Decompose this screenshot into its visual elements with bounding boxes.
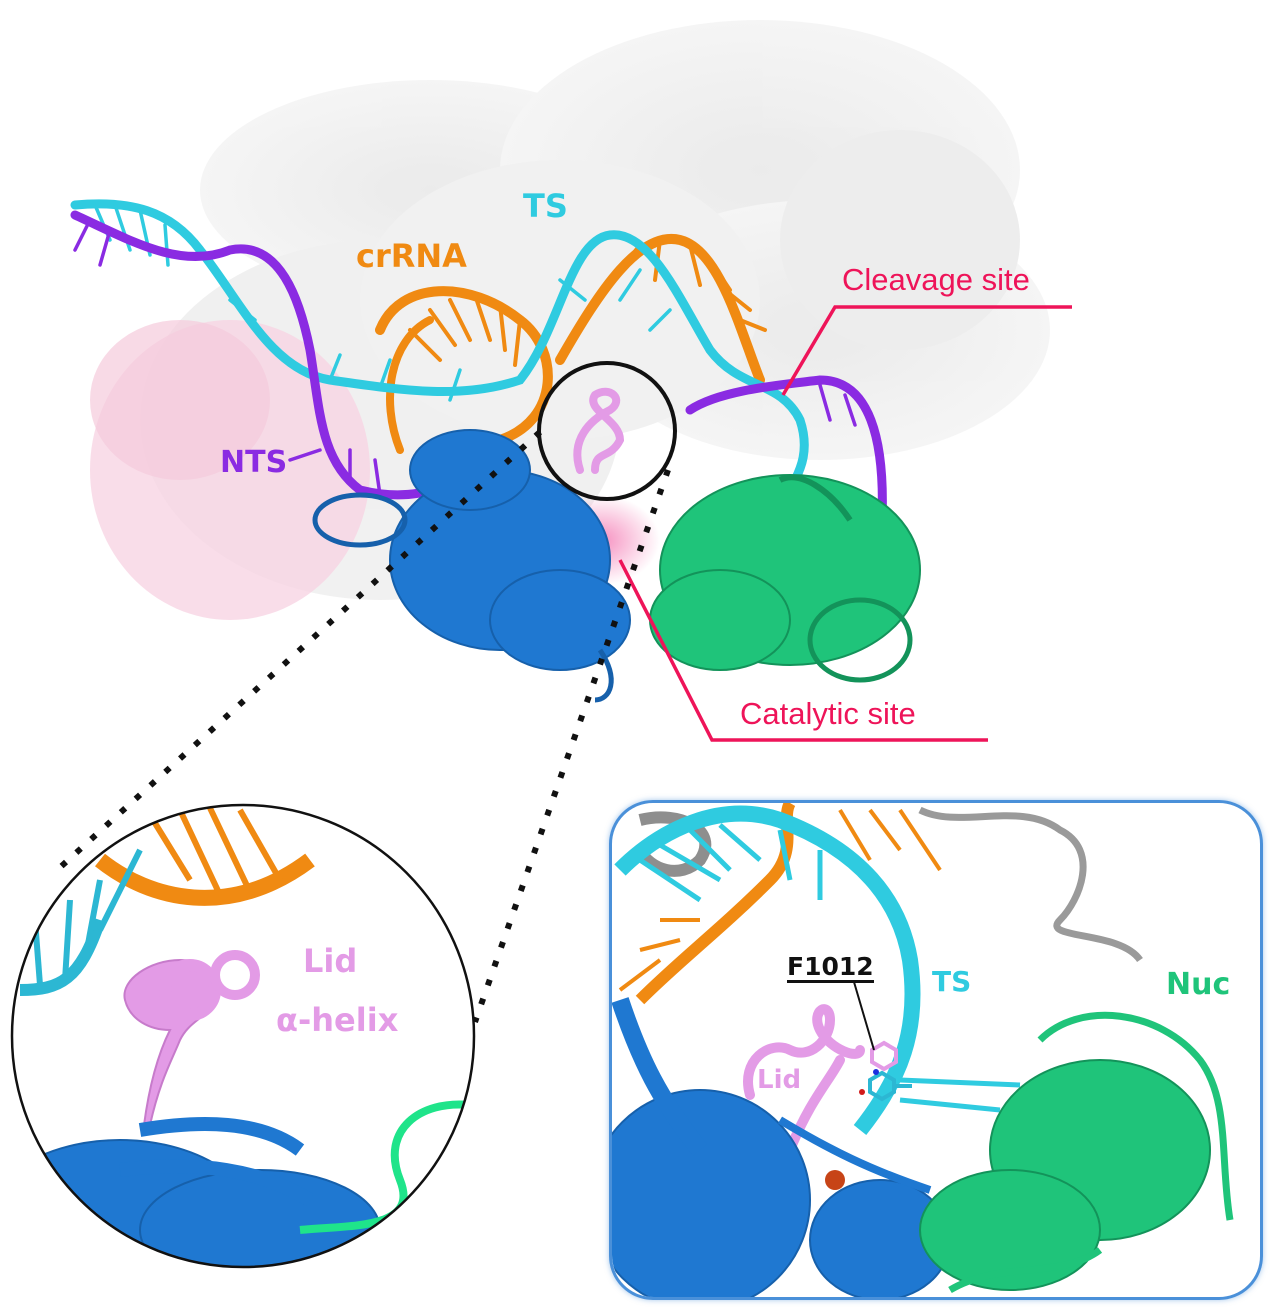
label-alpha-helix: α-helix — [276, 1001, 399, 1039]
zoom-inset-art — [12, 805, 474, 1267]
zoom-guide-left — [52, 429, 543, 875]
crrna-strand — [375, 233, 767, 454]
detail-inset-art — [612, 803, 1260, 1297]
protein-nuc-domain — [649, 474, 921, 683]
label-cleavage-site: Cleavage site — [842, 262, 1030, 297]
label-lid-detail: Lid — [757, 1065, 802, 1095]
label-nuc: Nuc — [1166, 967, 1231, 1002]
label-catalytic-site: Catalytic site — [740, 696, 916, 731]
label-ts: TS — [523, 187, 568, 225]
label-crrna: crRNA — [356, 237, 467, 275]
label-residue-f1012: F1012 — [787, 952, 874, 983]
lid-helix — [573, 387, 625, 474]
label-ts-detail: TS — [932, 965, 972, 998]
catalytic-callout-line — [618, 559, 988, 742]
nts-strand — [70, 210, 887, 525]
detail-inset-frame — [609, 800, 1263, 1300]
cleavage-callout-line — [781, 305, 1072, 396]
label-nts: NTS — [220, 445, 288, 480]
label-lid-zoom: Lid — [303, 942, 358, 980]
protein-blue-domain — [312, 429, 631, 703]
